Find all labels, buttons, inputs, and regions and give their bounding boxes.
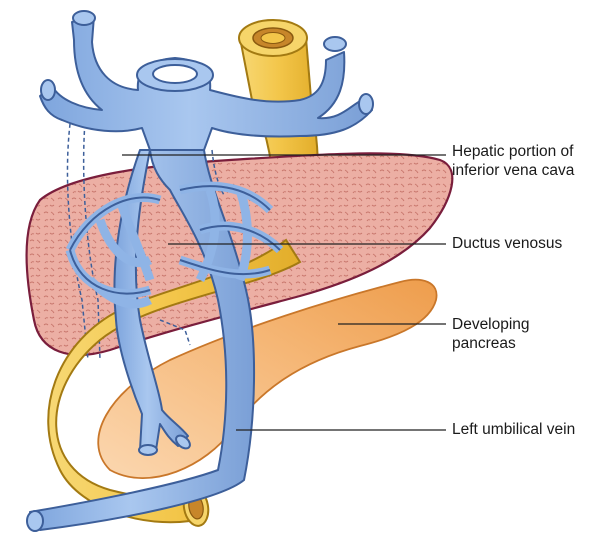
label-pancreas-line-1: Developing [452,315,530,334]
label-pancreas-line-2: pancreas [452,334,530,353]
label-hepatic-ivc-line-2: inferior vena cava [452,161,574,180]
label-umbilical-vein-line-1: Left umbilical vein [452,420,575,439]
label-ductus-venosus-line-1: Ductus venosus [452,234,562,253]
label-hepatic-ivc-line-1: Hepatic portion of [452,142,574,161]
label-pancreas: Developing pancreas [452,315,530,353]
label-hepatic-ivc: Hepatic portion of inferior vena cava [452,142,574,180]
label-umbilical-vein: Left umbilical vein [452,420,575,439]
label-ductus-venosus: Ductus venosus [452,234,562,253]
